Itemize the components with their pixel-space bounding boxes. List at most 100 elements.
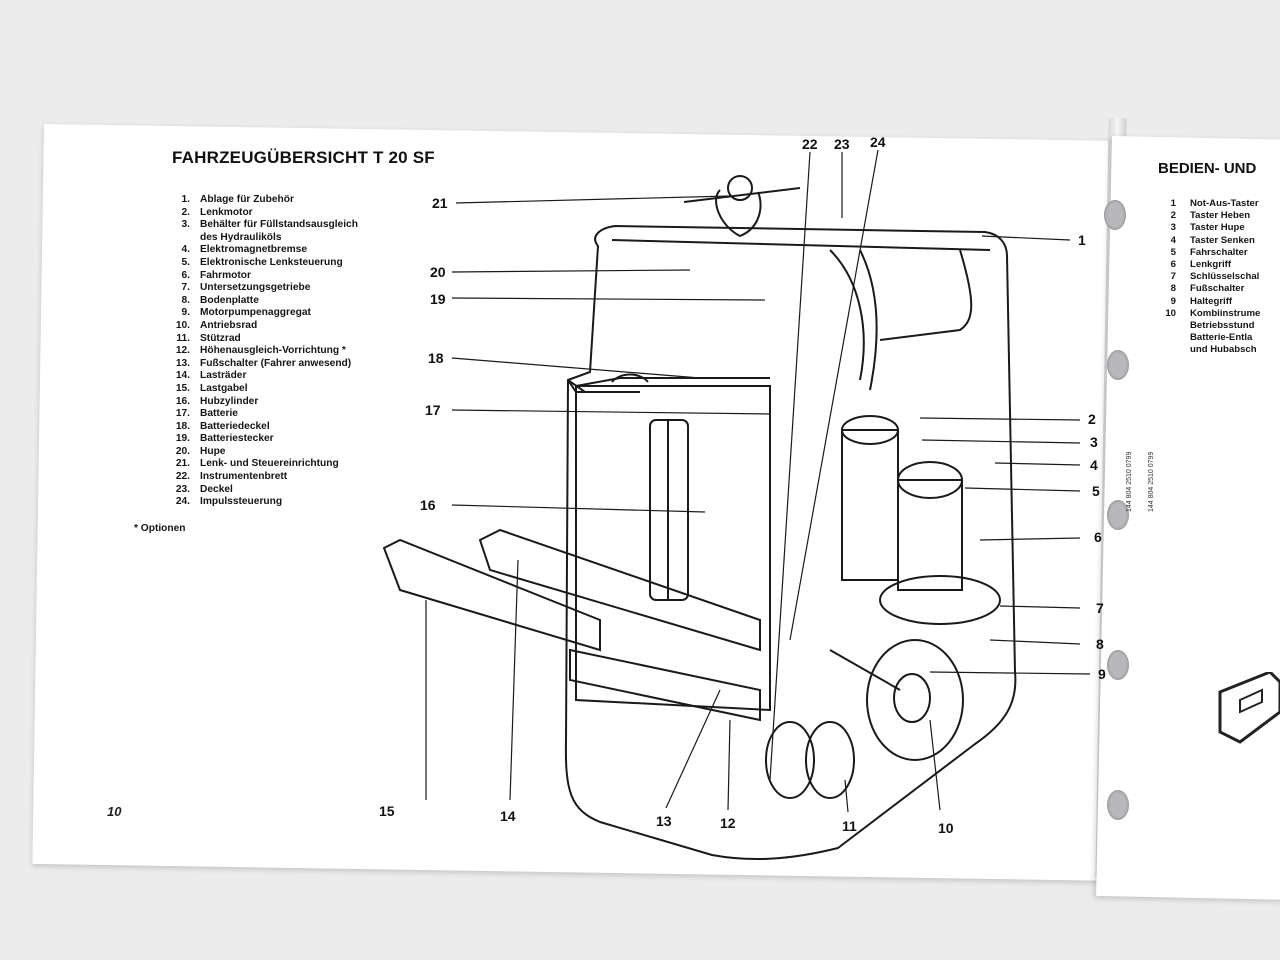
legend-item: 18. Batteriedeckel: [164, 421, 424, 434]
legend-item: 3.Behälter für Füllstandsausgleich: [164, 219, 424, 232]
cable-bundle-2: [859, 249, 878, 391]
controls-legend-number: 10: [1165, 307, 1176, 319]
legend-text: Elektronische Lenksteuerung: [200, 256, 343, 268]
leader-21: [455, 195, 731, 204]
side-code: 144 804 2510 0799: [1148, 451, 1155, 512]
leader-16: [451, 504, 706, 513]
legend-text: Ablage für Zubehör: [200, 194, 294, 205]
tiller: [715, 189, 762, 238]
legend-number: 17.: [175, 408, 190, 420]
right-page-title: BEDIEN- UND: [1158, 160, 1257, 177]
legend-number: 9.: [181, 307, 191, 319]
legend-number: 6.: [181, 269, 191, 281]
legend-number: 1.: [181, 194, 191, 205]
binder-hole: [1107, 650, 1129, 680]
support-wheel-2: [765, 721, 815, 799]
legend-text: Bodenplatte: [200, 294, 259, 306]
legend-number: 18.: [175, 420, 190, 432]
legend-item: 8. Bodenplatte: [164, 295, 424, 308]
leader-13: [665, 689, 721, 809]
controls-legend-number: 5: [1170, 246, 1176, 258]
legend-number: 24.: [175, 496, 190, 508]
legend-number: 5.: [181, 256, 191, 268]
legend-number: 22.: [175, 471, 190, 483]
body-outline: [564, 224, 1017, 860]
controls-legend-text: Lenkgriff: [1190, 259, 1232, 271]
body-top-edge: [611, 239, 991, 251]
callout-7: 7: [1096, 600, 1104, 616]
legend-item: 11.Stützrad: [164, 333, 424, 346]
callout-1: 1: [1078, 232, 1086, 248]
legend-item: 5. Elektronische Lenksteuerung: [164, 257, 424, 270]
callout-13: 13: [656, 813, 672, 829]
legend-number: 20.: [175, 445, 190, 457]
controls-legend-number: 3: [1170, 222, 1176, 234]
binder-hole: [1107, 790, 1129, 820]
legend-text: Hubzylinder: [200, 395, 259, 407]
leader-7: [999, 605, 1081, 609]
body-side: [879, 249, 973, 341]
callout-3: 3: [1090, 434, 1098, 450]
motor-body: [841, 429, 899, 581]
controls-legend-number: [1158, 320, 1176, 332]
callout-22: 22: [802, 136, 818, 152]
controls-legend-number: 2: [1170, 210, 1176, 222]
legend-number: 15.: [175, 382, 190, 394]
legend-item: 1. Ablage für Zubehör: [164, 194, 424, 207]
controls-legend-number: 7: [1170, 271, 1176, 283]
legend-item: 23.Deckel: [164, 484, 424, 497]
leader-4: [994, 462, 1081, 466]
legend-text: Batteriestecker: [200, 433, 274, 445]
legend-text: Fahrmotor: [200, 269, 251, 281]
legend-number: 8.: [181, 294, 191, 306]
controls-legend-text: Batterie-Entla: [1190, 332, 1253, 344]
leader-17: [451, 409, 771, 415]
legend-text: Lenkmotor: [200, 206, 253, 218]
binder-hole: [1107, 500, 1129, 530]
battery-box: [575, 385, 771, 712]
legend-text: Lasträder: [200, 370, 247, 382]
controls-legend-text: Taster Hupe: [1190, 222, 1245, 234]
leader-18: [451, 357, 701, 379]
legend-item: 21.Lenk- und Steuereinrichtung: [164, 458, 424, 471]
legend-item: 22. Instrumentenbrett: [164, 471, 424, 484]
callout-2: 2: [1088, 411, 1096, 427]
legend-text: Instrumentenbrett: [200, 471, 288, 483]
leader-19: [451, 297, 766, 301]
legend-number: 16.: [175, 395, 190, 407]
binder-hole: [1107, 350, 1129, 380]
leader-12: [727, 719, 731, 811]
legend-number: 10.: [175, 319, 190, 331]
legend-item: 9.Motorpumpenaggregat: [164, 307, 424, 320]
legend-item: 2.Lenkmotor: [164, 207, 424, 220]
controls-legend-text: und Hubabsch: [1190, 344, 1257, 356]
pump-body: [897, 479, 963, 591]
callout-23: 23: [834, 136, 850, 152]
legend-item: 12.Höhenausgleich-Vorrichtung *: [164, 345, 424, 358]
callout-19: 19: [430, 291, 446, 307]
legend-text: des Hydrauliköls: [200, 231, 282, 243]
legend-number: 23.: [175, 483, 190, 495]
legend-text: Batterie: [200, 408, 238, 420]
callout-6: 6: [1094, 529, 1102, 545]
legend-text: Lastgabel: [200, 382, 248, 394]
controls-legend-number: 1: [1170, 198, 1176, 209]
callout-24: 24: [870, 134, 886, 150]
legend-item: 6. Fahrmotor: [164, 270, 424, 283]
legend-item: 13.Fußschalter (Fahrer anwesend): [164, 358, 424, 371]
legend-text: Hupe: [200, 445, 226, 457]
callout-9: 9: [1098, 666, 1106, 682]
controls-legend-number: [1158, 332, 1176, 344]
legend-item: 17. Batterie: [164, 408, 424, 421]
legend-number: 12.: [175, 345, 190, 357]
legend-text: Batteriedeckel: [200, 420, 270, 432]
legend-item: 20. Hupe: [164, 446, 424, 459]
drive-wheel-hub: [893, 673, 931, 723]
callout-20: 20: [430, 264, 446, 280]
